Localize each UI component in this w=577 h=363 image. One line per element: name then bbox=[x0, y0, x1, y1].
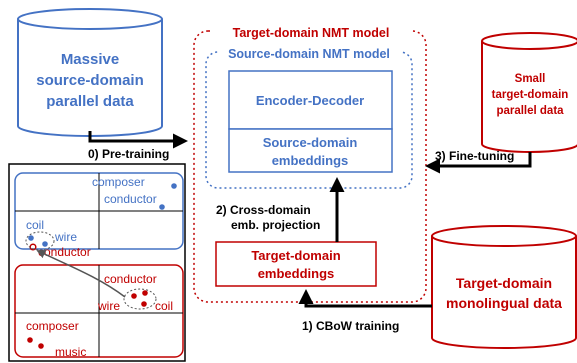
word-wire-tgt: wire bbox=[97, 299, 120, 313]
source-embedding-space: composer conductor coil wire conductor bbox=[14, 172, 184, 259]
mono-data-line2: monolingual data bbox=[446, 295, 562, 311]
target-emb-line2: embeddings bbox=[258, 266, 335, 281]
small-data-line1: Small bbox=[515, 73, 546, 85]
source-data-line1: Massive bbox=[61, 51, 119, 68]
word-composer-tgt: composer bbox=[26, 319, 79, 333]
word-coil-tgt: coil bbox=[155, 299, 173, 313]
source-embeddings-box bbox=[228, 128, 393, 173]
encoder-decoder-label: Encoder-Decoder bbox=[256, 93, 364, 108]
word-conductor-tgt: conductor bbox=[104, 272, 157, 286]
source-data-line3: parallel data bbox=[46, 93, 134, 110]
mono-data-line1: Target-domain bbox=[456, 275, 552, 291]
word-conductor-projected: conductor bbox=[38, 245, 91, 259]
mapping-curve bbox=[36, 249, 126, 298]
word-coil-src: coil bbox=[26, 218, 44, 232]
small-data-line2: target-domain bbox=[492, 89, 569, 101]
cbow-arrow bbox=[298, 289, 432, 308]
encoder-decoder-box bbox=[228, 70, 393, 130]
target-embedding-space: conductor wire coil composer music bbox=[14, 264, 184, 359]
pretraining-arrow bbox=[88, 131, 188, 149]
word-composer-src: composer bbox=[92, 175, 145, 189]
source-parallel-data-cylinder: Massive source-domain parallel data bbox=[17, 8, 163, 137]
word-music-tgt: music bbox=[55, 345, 86, 359]
source-emb-line1: Source-domain bbox=[263, 135, 358, 150]
word-conductor-src: conductor bbox=[104, 192, 157, 206]
projection-label-line2: emb. projection bbox=[231, 218, 320, 232]
source-emb-line2: embeddings bbox=[272, 153, 349, 168]
target-embeddings-box bbox=[215, 241, 377, 287]
source-data-line2: source-domain bbox=[36, 72, 144, 89]
target-model-title: Target-domain NMT model bbox=[233, 26, 390, 40]
target-emb-line1: Target-domain bbox=[251, 248, 340, 263]
small-target-data-cylinder: Small target-domain parallel data bbox=[481, 32, 577, 153]
finetuning-label: 3) Fine-tuning bbox=[435, 149, 514, 163]
source-model-title: Source-domain NMT model bbox=[228, 47, 390, 61]
monolingual-data-cylinder: Target-domain monolingual data bbox=[431, 225, 577, 349]
cbow-label: 1) CBoW training bbox=[302, 319, 399, 333]
word-wire-src: wire bbox=[54, 230, 77, 244]
pretraining-label: 0) Pre-training bbox=[88, 147, 169, 161]
projection-label-line1: 2) Cross-domain bbox=[216, 203, 311, 217]
small-data-line3: parallel data bbox=[496, 105, 564, 117]
finetuning-arrow bbox=[425, 152, 532, 174]
